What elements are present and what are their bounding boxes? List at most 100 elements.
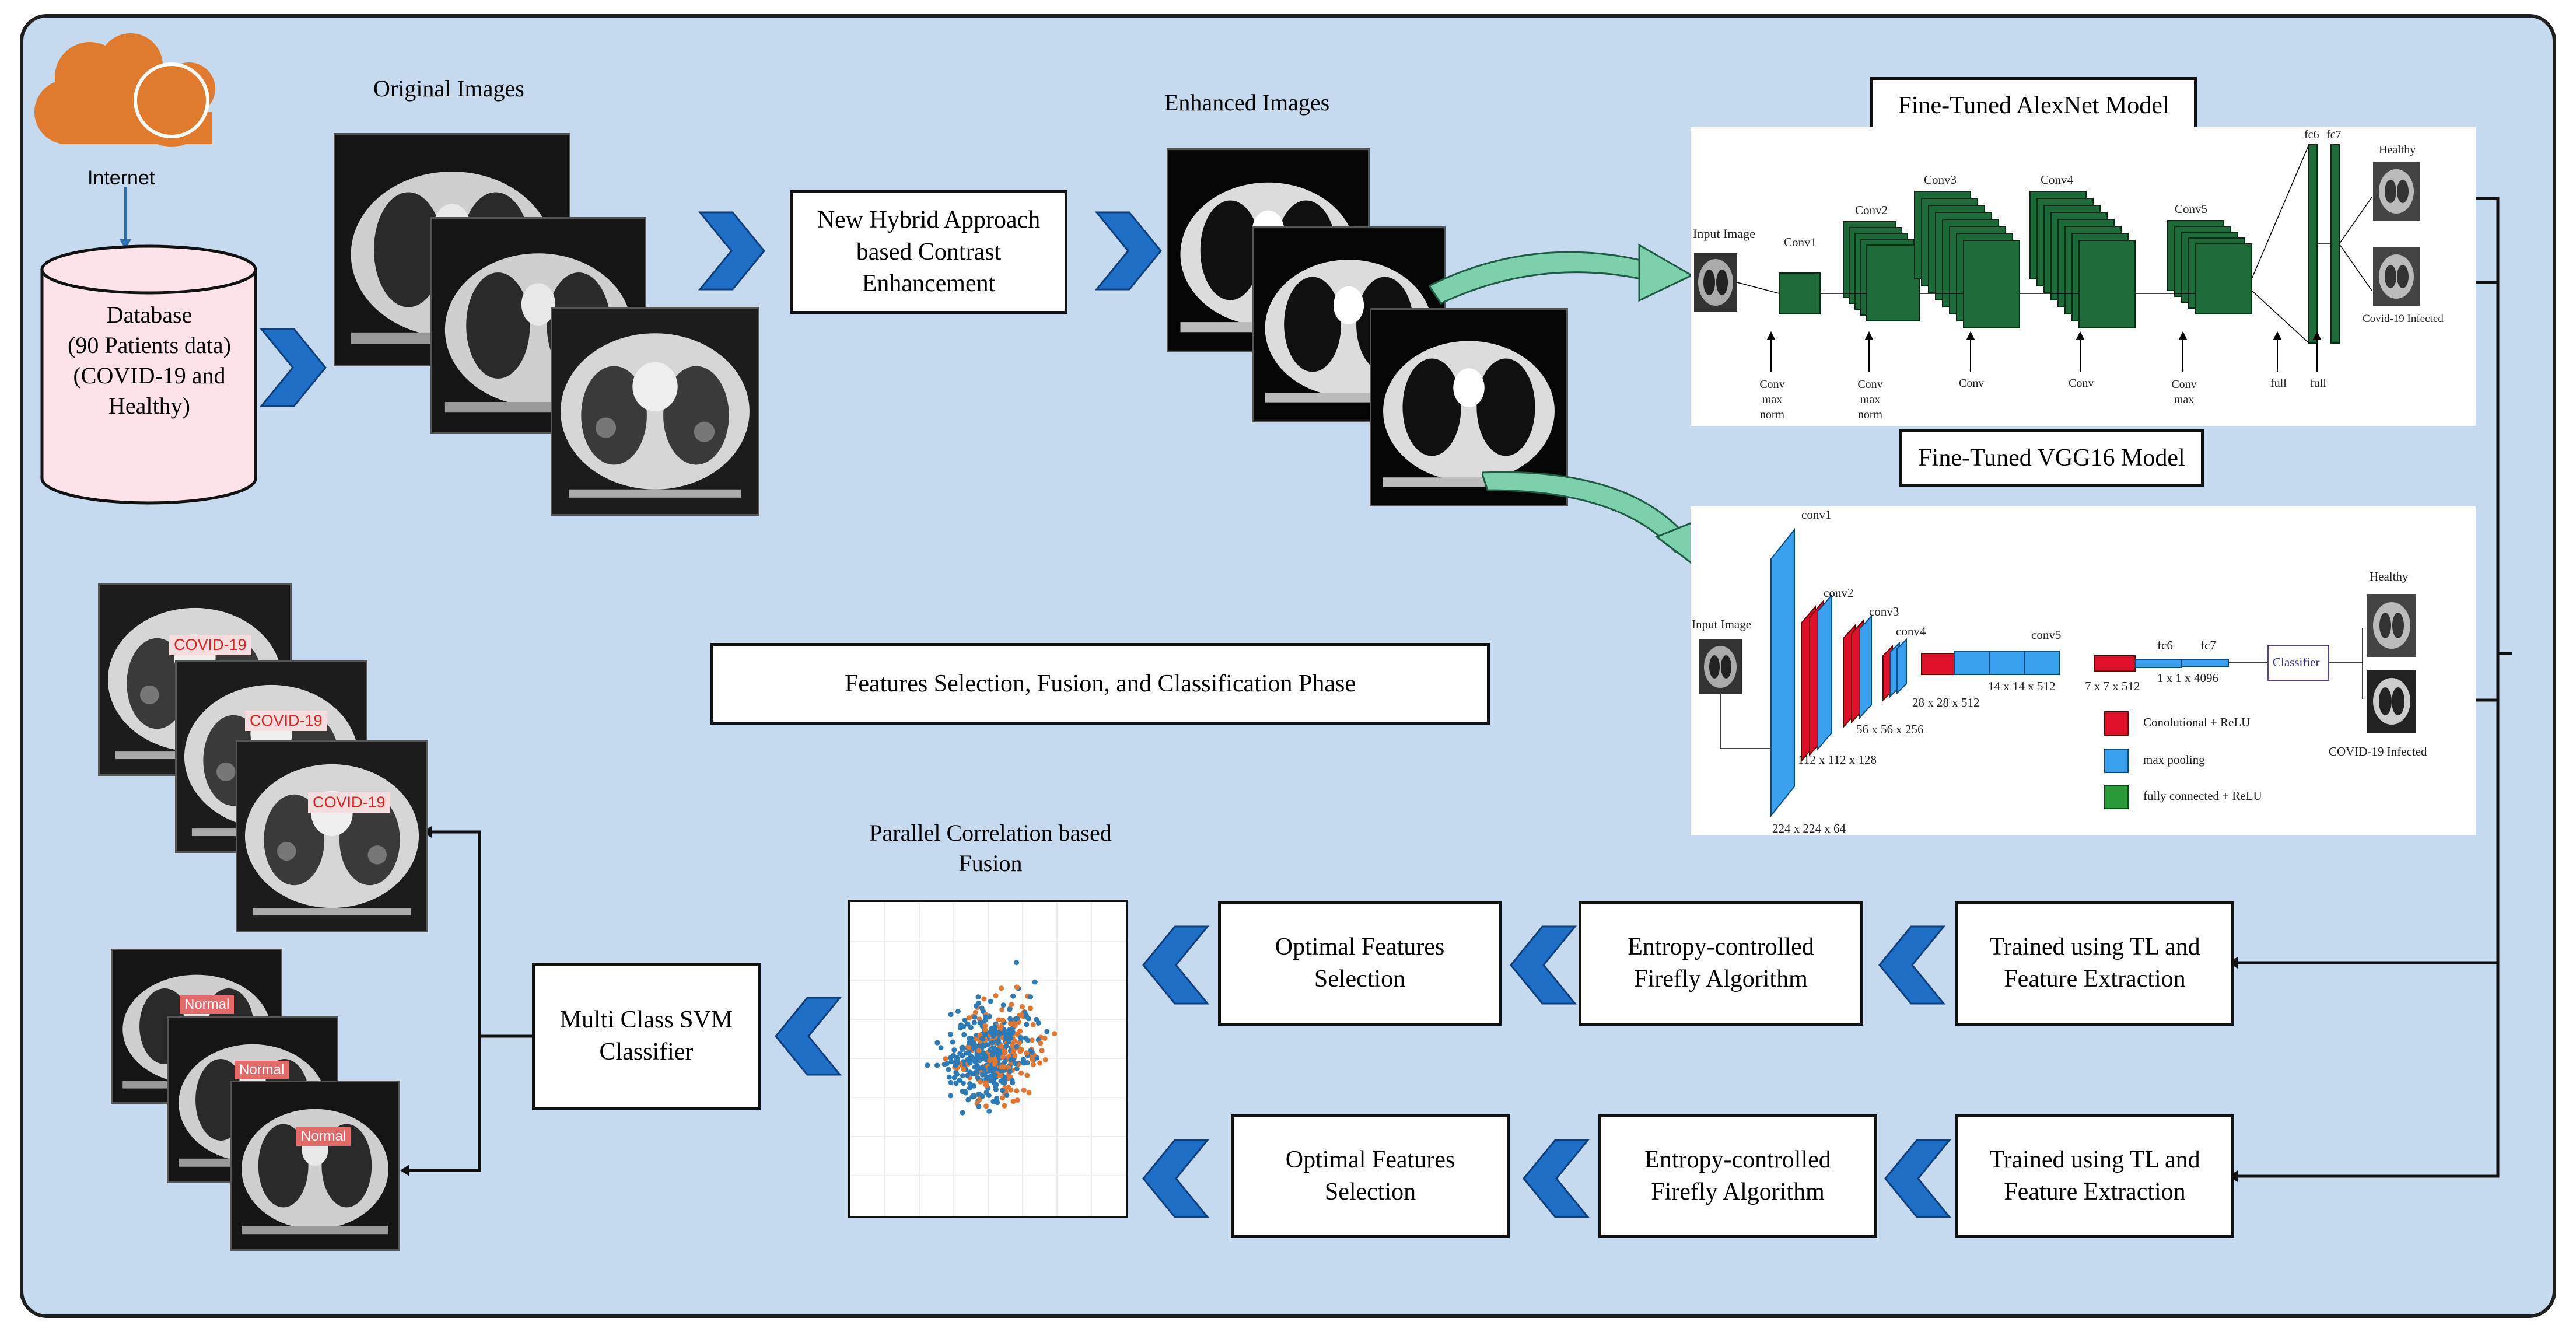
scatter-point: [986, 1108, 992, 1114]
scatter-point: [1036, 1020, 1041, 1026]
scatter-point: [1024, 1072, 1030, 1078]
original-images-label: Original Images: [373, 75, 524, 102]
scatter-point: [981, 996, 987, 1002]
alexnet-fc7-label: fc7: [2326, 128, 2342, 141]
scatter-point: [982, 1055, 988, 1061]
scatter-point: [1037, 1060, 1043, 1066]
scatter-point: [984, 1089, 989, 1095]
scatter-point: [948, 1093, 954, 1099]
alexnet-conv1-label: Conv1: [1784, 235, 1817, 249]
vgg-conv2-label: conv2: [1824, 586, 1854, 600]
scatter-point: [964, 1050, 970, 1056]
alexnet-healthy-label: Healthy: [2379, 144, 2416, 156]
scatter-point: [953, 1081, 959, 1086]
scatter-point: [935, 1040, 940, 1046]
scatter-point: [967, 1085, 972, 1091]
vgg-legend-conv: Conolutional + ReLU: [2143, 715, 2250, 729]
alexnet-input-label: Input Image: [1693, 226, 1755, 241]
firefly-box-top: Entropy-controlled Firefly Algorithm: [1578, 901, 1863, 1026]
scatter-point: [999, 1064, 1005, 1070]
scatter-point: [1024, 1022, 1030, 1027]
alexnet-annotation-6: full: [2270, 377, 2287, 390]
normal-label-2: Normal: [235, 1061, 289, 1079]
normal-result-image-3: [230, 1081, 400, 1251]
fusion-scatter: [848, 900, 1128, 1218]
scatter-point: [965, 1097, 971, 1103]
scatter-point: [973, 1069, 979, 1075]
covid-label-3: COVID-19: [308, 792, 390, 813]
scatter-point: [1003, 1035, 1009, 1041]
scatter-point: [1019, 1047, 1024, 1053]
scatter-point: [1018, 1034, 1024, 1040]
scatter-point: [944, 1061, 950, 1067]
vgg-dim-7: 1 x 1 x 4096: [2157, 671, 2218, 685]
alexnet-conv4-label: Conv4: [2041, 173, 2074, 187]
chevron-right-icon: [259, 328, 327, 407]
scatter-point: [1032, 979, 1038, 985]
scatter-point: [954, 1057, 960, 1062]
scatter-point: [1014, 1088, 1020, 1094]
vgg-conv3-label: conv3: [1869, 604, 1899, 618]
scatter-point: [985, 1042, 991, 1048]
scatter-point: [976, 1000, 982, 1006]
alexnet-title-box: Fine-Tuned AlexNet Model: [1870, 77, 2197, 134]
vgg-dim-5: 14 x 14 x 512: [1988, 679, 2056, 693]
scatter-point: [1000, 1088, 1006, 1093]
scatter-point: [1000, 1054, 1006, 1060]
scatter-point: [1042, 1057, 1048, 1062]
scatter-point: [1006, 1039, 1012, 1045]
scatter-point: [962, 1089, 968, 1095]
scatter-point: [948, 1079, 954, 1085]
scatter-point: [1020, 1057, 1026, 1062]
scatter-point: [1000, 1017, 1006, 1023]
chevron-left-icon: [775, 997, 842, 1076]
scatter-point: [993, 1087, 999, 1093]
scatter-point: [1026, 1090, 1032, 1096]
vgg-fc6-label: fc6: [2157, 638, 2173, 652]
fusion-title: Parallel Correlation based Fusion: [869, 820, 1112, 876]
scatter-point: [1009, 1002, 1014, 1007]
chevron-left-icon: [1142, 1139, 1210, 1218]
scatter-point: [1008, 1057, 1014, 1062]
chevron-left-icon: [1522, 1139, 1590, 1218]
trained-tl-box-top: Trained using TL and Feature Extraction: [1955, 901, 2234, 1026]
vgg-dim-4: 28 x 28 x 512: [1912, 695, 1980, 709]
scatter-point: [1031, 1062, 1036, 1067]
scatter-point: [977, 1065, 982, 1071]
scatter-point: [960, 1044, 965, 1050]
vgg-conv4-label: conv4: [1896, 624, 1926, 638]
phase-title-box: Features Selection, Fusion, and Classifi…: [710, 643, 1490, 725]
scatter-point: [976, 1047, 982, 1053]
svm-classifier-box: Multi Class SVM Classifier: [532, 963, 761, 1110]
scatter-point: [954, 1071, 960, 1077]
scatter-point: [951, 1047, 957, 1053]
scatter-point: [972, 1009, 978, 1015]
scatter-point: [1012, 1053, 1018, 1058]
alexnet-annotation-5: Conv max: [2171, 378, 2197, 406]
scatter-point: [991, 1033, 996, 1039]
scatter-point: [1002, 1059, 1007, 1065]
covid-result-image-3: [236, 740, 428, 932]
vgg-fc7-label: fc7: [2200, 638, 2216, 652]
database-label: Database (90 Patients data) (COVID-19 an…: [68, 302, 231, 419]
internet-label: Internet: [88, 167, 155, 189]
scatter-point: [965, 1021, 971, 1027]
alexnet-conv2-label: Conv2: [1855, 203, 1888, 217]
scatter-point: [971, 1040, 977, 1046]
scatter-point: [1024, 1050, 1030, 1056]
scatter-point: [1030, 1057, 1035, 1062]
scatter-point: [992, 1061, 998, 1067]
covid-label-1: COVID-19: [169, 635, 251, 655]
alexnet-annotation-3: Conv: [1959, 377, 1985, 390]
scatter-point: [988, 1029, 993, 1035]
scatter-point: [1009, 1078, 1015, 1083]
scatter-point: [1003, 1043, 1009, 1049]
database-icon: [40, 244, 257, 505]
vgg-legend-pool: max pooling: [2143, 753, 2205, 767]
scatter-point: [991, 1099, 996, 1104]
scatter-point: [1000, 1095, 1006, 1101]
scatter-point: [947, 1032, 953, 1037]
chevron-right-icon: [698, 211, 765, 291]
scatter-point: [962, 1017, 968, 1023]
alexnet-infected-label: Covid-19 Infected: [2362, 313, 2444, 325]
